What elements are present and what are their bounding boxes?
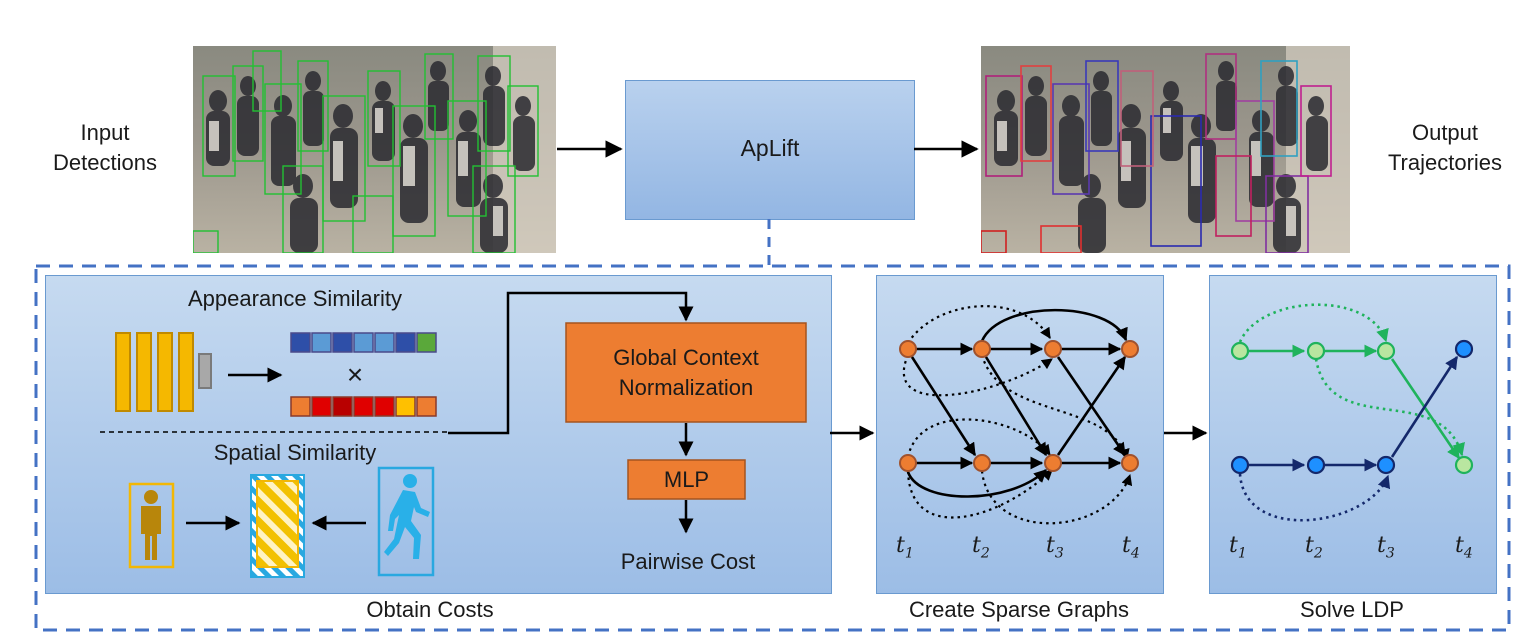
navy-track-node bbox=[1376, 455, 1396, 475]
graph-dotted-edge bbox=[906, 469, 1053, 519]
navy-track-node bbox=[1454, 339, 1474, 359]
graph-time-labels: t1 t2 t3 t4 bbox=[876, 533, 1162, 563]
global-context-normalization-box bbox=[565, 322, 807, 423]
ldp-time-labels: t1 t2 t3 t4 bbox=[1209, 533, 1495, 563]
input-image-drawing bbox=[193, 46, 556, 253]
ldp-time-t4: t4 bbox=[1455, 533, 1473, 562]
solve-ldp-panel bbox=[1209, 275, 1497, 594]
output-image-drawing bbox=[981, 46, 1350, 253]
feature-vector-a bbox=[290, 332, 437, 353]
output-trajectories-label: Output Trajectories bbox=[1370, 118, 1520, 178]
green-track-dotted-edge bbox=[1238, 303, 1389, 343]
cnn-layers-icon bbox=[115, 332, 212, 412]
solve-ldp-caption: Solve LDP bbox=[1300, 597, 1404, 622]
navy-track-edge bbox=[1390, 355, 1459, 458]
input-detections-label: Input Detections bbox=[40, 118, 170, 178]
graph-dotted-edge bbox=[980, 470, 1133, 525]
graph-node bbox=[1121, 340, 1139, 358]
graph-time-t3: t3 bbox=[1046, 533, 1064, 562]
mlp-box bbox=[627, 459, 746, 500]
graph-time-t2: t2 bbox=[972, 533, 990, 562]
obtain-costs-caption: Obtain Costs bbox=[366, 597, 494, 622]
appearance-similarity-label: Appearance Similarity bbox=[188, 286, 402, 311]
gcn-label: Global Context Normalization bbox=[566, 343, 806, 403]
graph-node bbox=[1044, 454, 1062, 472]
input-detections-image bbox=[193, 46, 556, 253]
graph-edge bbox=[910, 356, 977, 457]
create-sparse-graphs-caption: Create Sparse Graphs bbox=[908, 597, 1130, 622]
mlp-label: MLP bbox=[663, 467, 710, 492]
navy-track-node bbox=[1306, 455, 1326, 475]
person-standing-icon bbox=[128, 482, 175, 569]
green-track-node bbox=[1454, 455, 1474, 475]
graph-dotted-edge bbox=[906, 418, 1051, 458]
graph-node bbox=[973, 340, 991, 358]
navy-track-dotted-edge bbox=[1238, 473, 1391, 522]
spatial-similarity-label: Spatial Similarity bbox=[213, 440, 377, 465]
graph-dotted-edge bbox=[902, 354, 1053, 397]
graph-node bbox=[973, 454, 991, 472]
graph-dotted-edge bbox=[980, 354, 1130, 461]
pipeline-dashed-frame bbox=[34, 264, 1511, 632]
graph-node bbox=[899, 340, 917, 358]
graph-edge bbox=[980, 308, 1128, 342]
green-track-dotted-edge bbox=[1314, 358, 1465, 457]
ldp-time-t1: t1 bbox=[1229, 533, 1247, 562]
graph-time-t4: t4 bbox=[1122, 533, 1140, 562]
graph-time-t1: t1 bbox=[896, 533, 914, 562]
times-symbol: × bbox=[346, 359, 364, 390]
output-label-line1: Output bbox=[1411, 120, 1479, 145]
green-track-node bbox=[1230, 341, 1250, 361]
connector-to-gcn bbox=[448, 291, 694, 435]
aplift-label: ApLift bbox=[740, 135, 800, 161]
graph-edge bbox=[984, 356, 1048, 457]
green-track-node bbox=[1306, 341, 1326, 361]
person-walking-icon bbox=[377, 466, 435, 577]
graph-edge bbox=[906, 469, 1047, 498]
ldp-time-t2: t2 bbox=[1305, 533, 1323, 562]
gcn-label-line2: Normalization bbox=[618, 375, 754, 400]
green-track-node bbox=[1376, 341, 1396, 361]
pairwise-cost-label: Pairwise Cost bbox=[620, 549, 756, 574]
input-label-line1: Input bbox=[80, 120, 130, 145]
output-trajectories-image bbox=[981, 46, 1350, 253]
bbox-overlap-icon bbox=[250, 474, 305, 578]
feature-vector-b bbox=[290, 396, 437, 417]
ldp-time-t3: t3 bbox=[1377, 533, 1395, 562]
graph-dotted-edge bbox=[907, 305, 1051, 344]
input-label-line2: Detections bbox=[53, 150, 157, 175]
output-label-line2: Trajectories bbox=[1387, 150, 1503, 175]
graph-node bbox=[1044, 340, 1062, 358]
aplift-box: ApLift bbox=[625, 80, 915, 220]
graph-node bbox=[1121, 454, 1139, 472]
navy-track-node bbox=[1230, 455, 1250, 475]
green-track-edge bbox=[1390, 358, 1461, 460]
gcn-label-line1: Global Context bbox=[613, 345, 759, 370]
graph-edge bbox=[1056, 355, 1127, 456]
graph-node bbox=[899, 454, 917, 472]
